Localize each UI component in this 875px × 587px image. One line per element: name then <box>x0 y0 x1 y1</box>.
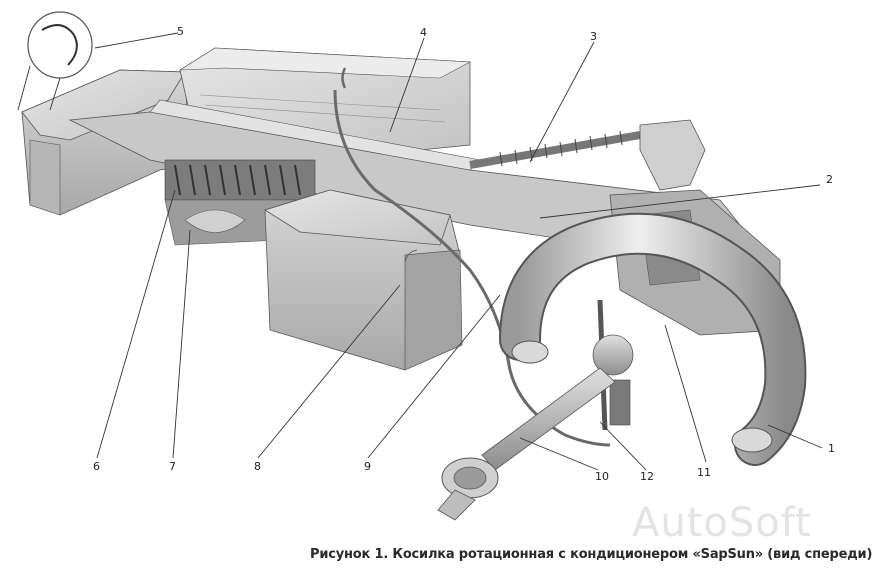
callout-5: 5 <box>177 25 184 38</box>
callout-3: 3 <box>590 30 597 43</box>
tension-spring <box>469 119 706 191</box>
figure-caption: Рисунок 1. Косилка ротационная с кондици… <box>310 547 873 562</box>
callout-2: 2 <box>826 173 833 186</box>
callout-8: 8 <box>254 460 261 473</box>
callout-7: 7 <box>169 460 176 473</box>
callout-4: 4 <box>420 26 427 39</box>
callout-6: 6 <box>93 460 100 473</box>
hitch-tube <box>499 212 807 466</box>
callout-12: 12 <box>640 470 654 483</box>
callout-9: 9 <box>364 460 371 473</box>
hydraulic-hose <box>333 67 611 447</box>
pto-shaft <box>437 334 634 521</box>
watermark: AutoSoft <box>632 500 812 546</box>
front-guard-housing <box>264 189 463 371</box>
guard-hoop-inset <box>17 11 93 111</box>
callout-10: 10 <box>595 470 609 483</box>
callout-11: 11 <box>697 466 711 479</box>
callout-1: 1 <box>828 442 835 455</box>
leader-lines <box>94 32 823 471</box>
left-guard-housing <box>21 69 191 216</box>
